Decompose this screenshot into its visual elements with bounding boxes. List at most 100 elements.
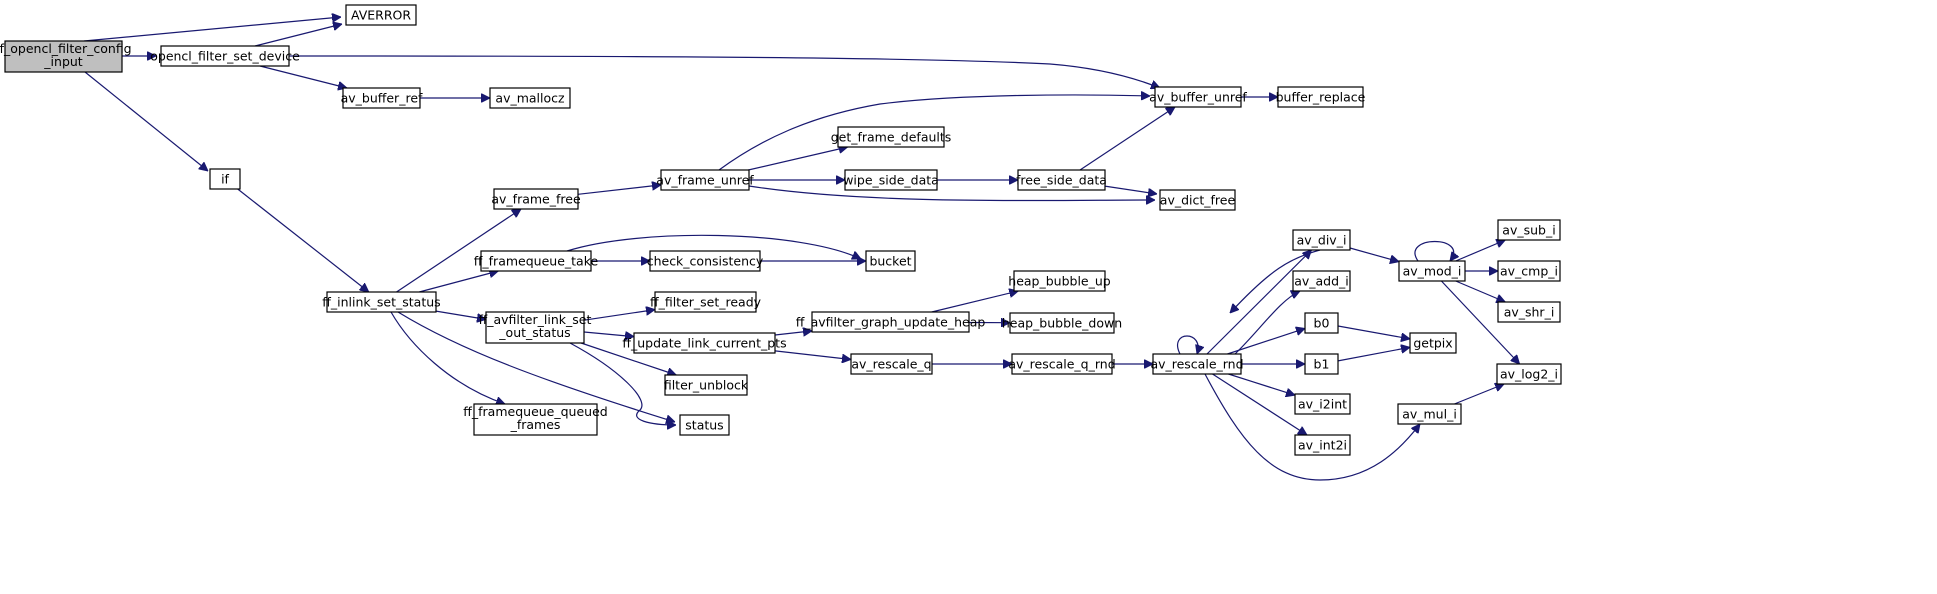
node-av_shr_i[interactable]: av_shr_i <box>1497 301 1561 323</box>
node-box <box>811 311 970 333</box>
node-av_div_i[interactable]: av_div_i <box>1292 229 1351 251</box>
node-av_frame_unref[interactable]: av_frame_unref <box>656 169 754 191</box>
node-av_log2_i[interactable]: av_log2_i <box>1496 363 1562 385</box>
node-box <box>844 169 938 191</box>
node-av_buffer_unref[interactable]: av_buffer_unref <box>1149 86 1247 108</box>
node-getpix[interactable]: getpix <box>1409 332 1457 354</box>
node-ff_framequeue_take[interactable]: ff_framequeue_take <box>474 250 599 272</box>
node-ff_update_link_current_pts[interactable]: ff_update_link_current_pts <box>622 332 787 354</box>
node-box <box>660 169 750 191</box>
node-box <box>1294 393 1351 415</box>
edge-av_div_i-to-av_add_i <box>1230 249 1321 313</box>
node-label: av_cmp_i <box>1500 264 1558 279</box>
edge-av_rescale_rnd-to-av_rescale_rnd <box>1177 335 1199 354</box>
node-AVERROR[interactable]: AVERROR <box>345 4 417 26</box>
node-av_cmp_i[interactable]: av_cmp_i <box>1497 260 1561 282</box>
node-av_buffer_ref[interactable]: av_buffer_ref <box>341 87 423 109</box>
edge-b1-to-getpix <box>1337 347 1410 362</box>
node-box <box>326 291 437 313</box>
node-ff_avfilter_graph_update_heap[interactable]: ff_avfilter_graph_update_heap <box>796 311 986 333</box>
edge-opencl_filter_set_device-to-AVERROR <box>254 24 342 47</box>
edge-ff_avfilter_link_set_out_status-to-filter_unblock <box>580 342 676 375</box>
edge-av_rescale_rnd-to-av_add_i <box>1234 291 1300 355</box>
node-layer: ff_opencl_filter_config_input AVERROR open… <box>0 4 1562 456</box>
edge-ff_avfilter_link_set_out_status-to-status <box>569 342 676 425</box>
node-label: av_i2int <box>1298 397 1347 412</box>
node-box <box>493 188 579 210</box>
node-free_side_data[interactable]: free_side_data <box>1016 169 1107 191</box>
node-av_add_i[interactable]: av_add_i <box>1292 270 1351 292</box>
node-av_dict_free[interactable]: av_dict_free <box>1159 189 1236 211</box>
node-label: av_rescale_q <box>851 357 931 372</box>
node-label: av_mul_i <box>1402 407 1457 422</box>
node-label: status <box>685 418 723 433</box>
edge-opencl_filter_set_device-to-av_buffer_ref <box>259 65 347 88</box>
node-ff_avfilter_link_set_out_status[interactable]: ff_avfilter_link_set_out_status <box>479 311 592 344</box>
edge-root-to-if <box>84 71 208 171</box>
node-label: av_mod_i <box>1403 264 1462 279</box>
node-heap_bubble_down[interactable]: heap_bubble_down <box>1002 312 1122 334</box>
node-label: ff_opencl_filter_config <box>0 41 132 56</box>
node-av_mul_i[interactable]: av_mul_i <box>1397 403 1462 425</box>
node-bucket[interactable]: bucket <box>865 250 916 272</box>
node-label: av_buffer_ref <box>341 91 423 106</box>
node-box <box>1497 219 1561 241</box>
node-box <box>1497 260 1561 282</box>
node-if[interactable]: if <box>209 168 241 190</box>
node-label: av_int2i <box>1298 438 1347 453</box>
edge-free_side_data-to-av_dict_free <box>1103 185 1157 194</box>
node-av_int2i[interactable]: av_int2i <box>1294 434 1351 456</box>
edge-ff_avfilter_link_set_out_status-to-ff_update_link_current_pts <box>583 332 634 337</box>
node-label: get_frame_defaults <box>831 130 952 145</box>
node-ff_inlink_set_status[interactable]: ff_inlink_set_status <box>322 291 441 313</box>
node-b1[interactable]: b1 <box>1304 353 1339 375</box>
node-box <box>679 414 730 436</box>
node-box <box>489 87 571 109</box>
node-box <box>850 353 933 375</box>
node-opencl_filter_set_device[interactable]: opencl_filter_set_device <box>150 45 300 67</box>
node-wipe_side_data[interactable]: wipe_side_data <box>843 169 939 191</box>
node-box <box>480 250 592 272</box>
node-box <box>1013 270 1106 292</box>
edge-root-to-AVERROR <box>83 17 341 42</box>
node-box <box>209 168 241 190</box>
node-box <box>485 311 585 344</box>
edge-av_mod_i-to-av_sub_i <box>1455 240 1506 262</box>
node-label: ff_inlink_set_status <box>322 295 440 310</box>
node-label: av_dict_free <box>1160 193 1236 208</box>
node-label: av_buffer_unref <box>1149 90 1247 105</box>
node-label: av_frame_unref <box>656 173 754 188</box>
node-box <box>1497 301 1561 323</box>
edge-ff_inlink_set_status-to-ff_avfilter_link_set_out_status <box>435 310 486 319</box>
node-box <box>1304 312 1339 334</box>
edge-av_frame_unref-to-av_buffer_unref <box>718 95 1150 171</box>
node-av_sub_i[interactable]: av_sub_i <box>1497 219 1561 241</box>
node-b0[interactable]: b0 <box>1304 312 1339 334</box>
node-av_rescale_rnd[interactable]: av_rescale_rnd <box>1150 353 1244 375</box>
node-filter_unblock[interactable]: filter_unblock <box>664 374 749 396</box>
node-av_mod_i[interactable]: av_mod_i <box>1398 260 1466 282</box>
node-av_mallocz[interactable]: av_mallocz <box>489 87 571 109</box>
node-ff_filter_set_ready[interactable]: ff_filter_set_ready <box>650 291 762 313</box>
node-av_rescale_q_rnd[interactable]: av_rescale_q_rnd <box>1008 353 1116 375</box>
node-ff_framequeue_queued_frames[interactable]: ff_framequeue_queued_frames <box>463 403 608 436</box>
node-buffer_replace[interactable]: buffer_replace <box>1276 86 1366 108</box>
node-heap_bubble_up[interactable]: heap_bubble_up <box>1008 270 1111 292</box>
node-label: AVERROR <box>351 8 411 23</box>
node-get_frame_defaults[interactable]: get_frame_defaults <box>831 126 952 148</box>
edge-av_frame_unref-to-get_frame_defaults <box>748 147 847 171</box>
node-av_frame_free[interactable]: av_frame_free <box>491 188 581 210</box>
node-label: buffer_replace <box>1276 90 1366 105</box>
edge-av_mod_i-to-av_mod_i <box>1414 240 1454 262</box>
node-box <box>1397 403 1462 425</box>
node-root[interactable]: ff_opencl_filter_config_input <box>0 40 132 73</box>
node-status[interactable]: status <box>679 414 730 436</box>
node-check_consistency[interactable]: check_consistency <box>647 250 764 272</box>
node-box <box>4 40 123 73</box>
node-av_rescale_q[interactable]: av_rescale_q <box>850 353 933 375</box>
edge-av_div_i-to-av_mod_i <box>1349 247 1399 262</box>
node-av_i2int[interactable]: av_i2int <box>1294 393 1351 415</box>
node-box <box>1159 189 1236 211</box>
node-box <box>649 250 761 272</box>
edge-av_rescale_rnd-to-av_i2int <box>1228 373 1295 395</box>
